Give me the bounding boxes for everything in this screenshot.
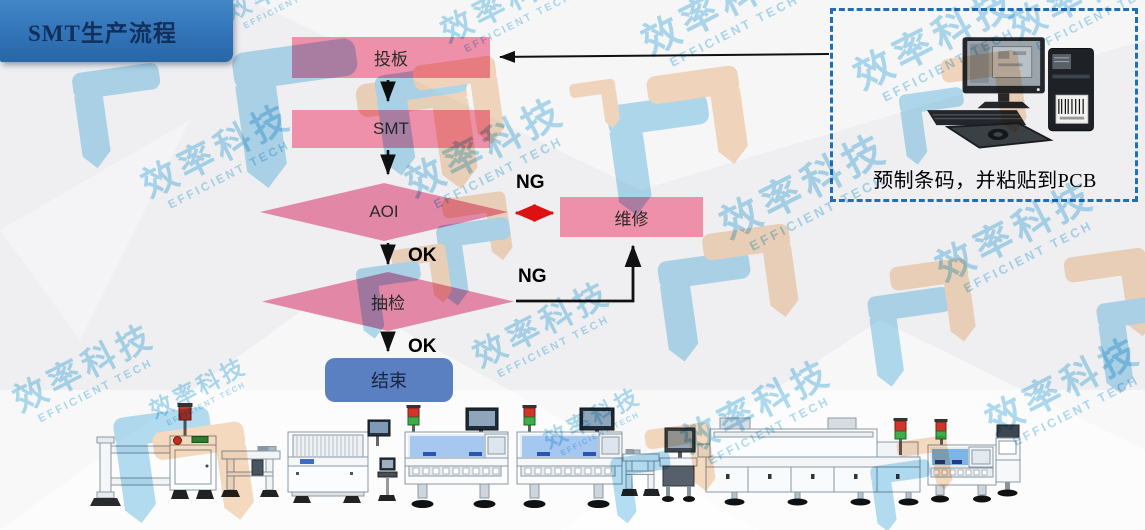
edge-label-sampling-ng: NG xyxy=(518,266,547,287)
barcode-panel: 预制条码，并粘贴到PCB xyxy=(830,8,1138,202)
inspection-station xyxy=(621,427,698,502)
brand-logo-icon xyxy=(568,78,622,134)
brand-logo-icon xyxy=(866,285,962,389)
flow-node-aoi-label: AOI xyxy=(369,202,399,221)
brand-logo-icon xyxy=(70,61,172,170)
watermark-en: EFFICIENT TECH xyxy=(667,0,802,70)
brand-logo-icon xyxy=(1095,292,1145,396)
edge-label-sampling-ok: OK xyxy=(408,336,437,357)
brand-logo-icon xyxy=(645,64,751,175)
watermark-cn: 效率科技 xyxy=(634,0,808,64)
brand-logo-icon xyxy=(1062,246,1145,346)
screen-printer xyxy=(287,419,398,503)
watermark-cn: 效率科技 xyxy=(219,0,338,26)
brand-logo-icon xyxy=(701,222,801,328)
watermark-cn: 效率科技 xyxy=(466,273,618,375)
brand-logo-icon xyxy=(656,249,762,364)
edge-label-aoi-ok: OK xyxy=(408,245,437,266)
production-line-illustration xyxy=(90,403,1021,508)
page-title: SMT生产流程 xyxy=(28,21,177,46)
flow-node-sampling: 抽检 xyxy=(262,272,514,331)
watermark-en: EFFICIENT TECH xyxy=(241,0,334,31)
watermark-en: EFFICIENT TECH xyxy=(165,137,293,212)
watermark-cn: 效率科技 xyxy=(134,95,299,206)
reflow-oven xyxy=(697,417,921,506)
watermark-en: EFFICIENT TECH xyxy=(961,217,1096,296)
flow-node-end: 结束 xyxy=(325,358,453,402)
board-loader xyxy=(90,403,217,506)
edge-label-aoi-ng: NG xyxy=(516,172,545,193)
flow-node-feed-label: 投板 xyxy=(374,50,408,69)
flow-node-end-label: 结束 xyxy=(371,371,407,391)
barcode-workstation-icon xyxy=(927,37,1094,149)
pick-and-place-1 xyxy=(404,405,509,508)
flow-node-feed: 投板 xyxy=(292,37,490,78)
aoi-machine xyxy=(927,419,1021,503)
pick-and-place-2 xyxy=(516,405,623,508)
flow-node-sampling-label: 抽检 xyxy=(371,294,405,313)
watermark-en: EFFICIENT TECH xyxy=(495,312,612,380)
flow-node-repair-label: 维修 xyxy=(614,209,649,229)
barcode-caption: 预制条码，并粘贴到PCB xyxy=(873,170,1097,192)
brand-logo-icon xyxy=(888,257,978,351)
flow-node-repair: 维修 xyxy=(560,197,703,237)
flow-node-smt: SMT xyxy=(292,110,490,148)
conveyor-table xyxy=(221,446,281,497)
flow-node-smt-label: SMT xyxy=(373,119,409,138)
arrow-panel-to-feed xyxy=(499,50,830,63)
flow-node-aoi: AOI xyxy=(260,183,508,241)
title-banner: SMT生产流程 xyxy=(0,0,233,62)
